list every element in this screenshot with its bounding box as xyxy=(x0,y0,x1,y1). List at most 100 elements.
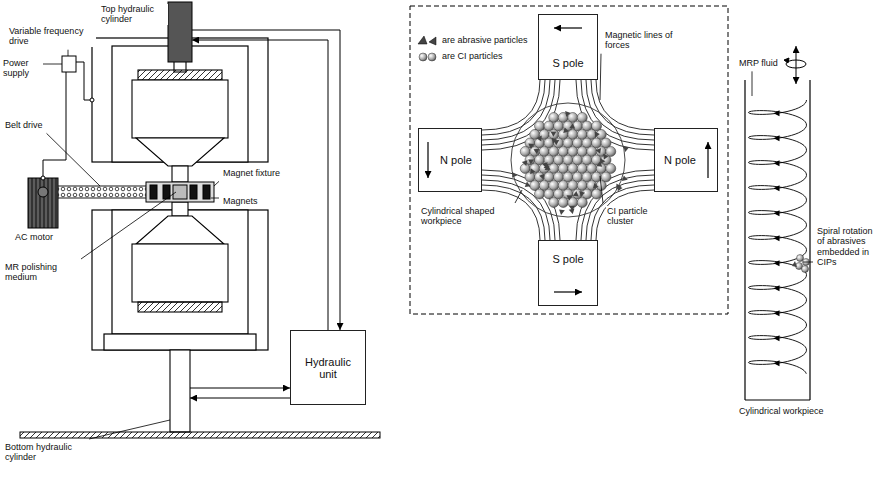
callout-label: CI particle cluster xyxy=(606,206,668,227)
abrasive-particle xyxy=(557,207,565,215)
upper-cylinder-body xyxy=(132,60,228,182)
abrasive-particle xyxy=(569,123,577,131)
ci-particle xyxy=(802,266,809,273)
magnet-pole: S pole xyxy=(538,240,598,306)
ci-particle xyxy=(577,198,587,208)
magnetic-field-line xyxy=(482,80,560,150)
electric-wiring xyxy=(90,98,94,102)
variable-frequency-drive xyxy=(62,56,76,72)
upper-cylinder-body xyxy=(132,80,228,138)
legend-ci-icon xyxy=(428,53,436,61)
workpiece-outline xyxy=(511,103,625,217)
magnet-fixture xyxy=(150,185,157,199)
abrasive-particle xyxy=(592,182,599,188)
spiral-arrowhead xyxy=(774,285,780,291)
ac-motor xyxy=(28,178,58,228)
hydraulic-line xyxy=(190,398,290,399)
abrasive-particle xyxy=(603,153,609,160)
spiral-arrowhead xyxy=(774,360,780,366)
electric-wiring xyxy=(41,176,45,180)
machine-frame xyxy=(112,210,248,334)
abrasive-particle xyxy=(541,161,547,168)
leader-line xyxy=(600,176,603,203)
part-label: Magnets xyxy=(222,196,259,206)
machine-frame xyxy=(92,210,268,350)
part-label: Power supply xyxy=(2,58,40,79)
upper-cylinder-body xyxy=(172,166,188,182)
spiral-arrowhead xyxy=(774,310,780,316)
magnet-fixture xyxy=(146,182,214,202)
legend-abrasive-icon xyxy=(418,36,427,44)
top-hydraulic-cylinder xyxy=(168,2,192,62)
magnet-fixture xyxy=(203,185,210,199)
machine-frame xyxy=(104,334,256,350)
magnet-pole: S pole xyxy=(538,14,598,80)
abrasive-particle xyxy=(595,131,601,137)
spiral-arrowhead xyxy=(774,160,780,166)
pole-direction-arrow xyxy=(428,28,708,292)
legend-abrasive-icon xyxy=(429,37,436,45)
part-label: Bottom hydraulic cylinder xyxy=(4,442,86,463)
legend-text: are CI particles xyxy=(441,51,504,61)
leader-line xyxy=(89,420,170,439)
rotation-symbol xyxy=(796,46,797,84)
callout-label: Cylindrical workpiece xyxy=(738,406,825,416)
magnet-fixture xyxy=(190,185,197,199)
legend-text: are abrasive particles xyxy=(441,35,529,45)
magnetic-field-line xyxy=(596,80,654,130)
abrasive-particle xyxy=(617,185,622,191)
electric-wiring xyxy=(41,62,94,180)
callout-label: MRP fluid xyxy=(738,58,779,68)
pole-direction-arrow xyxy=(707,142,708,178)
leader-line xyxy=(211,198,219,199)
cylindrical-workpiece xyxy=(809,80,810,400)
lower-cylinder-body xyxy=(170,350,190,432)
abrasive-particle xyxy=(527,157,534,165)
spiral-path xyxy=(749,100,807,374)
ci-particle xyxy=(535,189,545,199)
electric-wiring xyxy=(76,62,92,100)
part-label: Belt drive xyxy=(4,120,44,130)
rotation-symbol xyxy=(784,46,806,84)
ci-particle xyxy=(592,189,602,199)
lower-cylinder-body xyxy=(172,202,188,216)
spiral-arrowhead xyxy=(774,110,780,116)
part-label: MR polishing medium xyxy=(4,262,78,283)
ac-motor xyxy=(38,187,48,197)
part-label: Variable frequency drive xyxy=(8,26,96,47)
abrasive-particle xyxy=(566,195,572,200)
leader-line xyxy=(803,262,813,263)
part-label: Magnet fixture xyxy=(222,168,281,178)
node-text: N pole xyxy=(440,154,472,166)
magnet-pole: N pole xyxy=(654,128,718,192)
abrasive-particle xyxy=(562,127,569,133)
electric-wiring xyxy=(43,72,66,178)
node-text: N pole xyxy=(664,154,696,166)
leader-line xyxy=(68,50,69,56)
abrasive-particle xyxy=(536,135,541,141)
magnet-pole: N pole xyxy=(418,128,482,192)
node-text: S pole xyxy=(552,57,583,69)
pole-direction-arrow xyxy=(554,291,582,292)
node-text: Hydraulic unit xyxy=(295,356,361,380)
magnetic-field-line xyxy=(576,80,654,150)
lower-cylinder-body xyxy=(132,244,228,302)
hydraulic-line xyxy=(192,40,328,330)
ci-particle xyxy=(558,198,568,208)
leader-line xyxy=(752,71,753,96)
abrasive-particle xyxy=(528,141,535,149)
spiral-arrowhead xyxy=(774,260,780,266)
legend-ci-icon xyxy=(419,53,436,61)
leader-line xyxy=(81,192,176,259)
abrasive-particle xyxy=(621,144,629,152)
upper-cylinder-body xyxy=(136,138,224,166)
abrasive-particle xyxy=(595,148,602,155)
dashed-panel xyxy=(410,6,728,314)
ground xyxy=(20,432,380,438)
leader-line xyxy=(600,54,601,100)
spiral-arrowhead xyxy=(774,135,780,141)
ci-particle xyxy=(520,113,616,208)
magnetic-field-line xyxy=(482,80,545,135)
legend-ci-icon xyxy=(419,53,427,61)
